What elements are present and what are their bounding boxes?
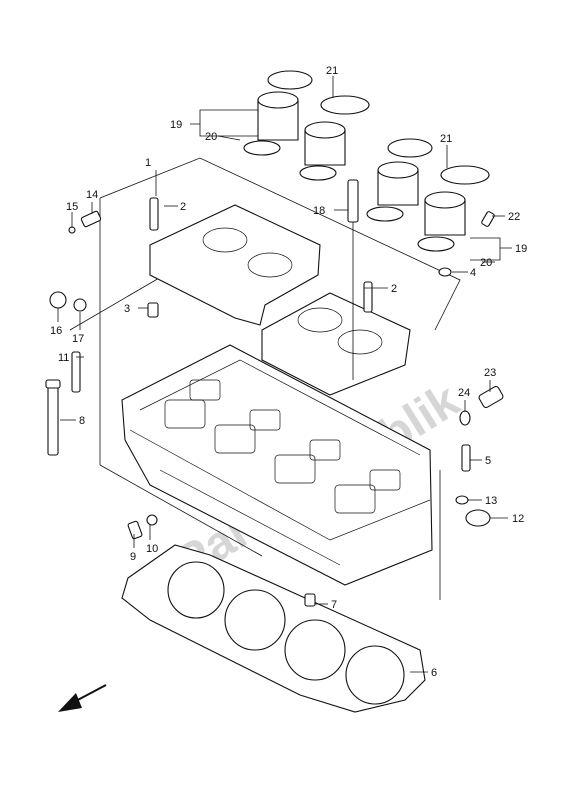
callout-20-left: 20 bbox=[205, 131, 217, 143]
callout-12: 12 bbox=[512, 513, 524, 525]
temperature-sensor bbox=[478, 385, 504, 409]
callout-20-right: 20 bbox=[480, 257, 492, 269]
callout-15: 15 bbox=[66, 201, 78, 213]
callout-21-right: 21 bbox=[440, 133, 452, 145]
intake-pipe-set-right bbox=[366, 138, 490, 252]
spark-plug bbox=[347, 179, 359, 380]
head-bolt-short bbox=[71, 351, 81, 393]
intake-cam-holder-lower bbox=[261, 292, 411, 396]
callout-14: 14 bbox=[86, 189, 98, 201]
plug-and-gasket bbox=[49, 291, 87, 312]
callout-13: 13 bbox=[485, 495, 497, 507]
cylinder-head bbox=[121, 344, 433, 586]
callout-22: 22 bbox=[508, 211, 520, 223]
head-bolt-long bbox=[45, 379, 61, 456]
callout-7: 7 bbox=[331, 599, 337, 611]
callout-2-upper: 2 bbox=[180, 201, 186, 213]
callout-1: 1 bbox=[145, 157, 151, 169]
callout-24: 24 bbox=[458, 387, 470, 399]
callout-9: 9 bbox=[130, 551, 136, 563]
callout-2-lower: 2 bbox=[391, 283, 397, 295]
callout-labels: 1 2 2 3 4 5 6 7 8 9 10 11 12 13 14 15 16… bbox=[50, 65, 527, 679]
callout-17: 17 bbox=[72, 333, 84, 345]
callout-18: 18 bbox=[313, 205, 325, 217]
cylinder-head-gasket bbox=[121, 544, 426, 713]
cam-holder-bolts bbox=[149, 197, 373, 313]
callout-3: 3 bbox=[124, 303, 130, 315]
callout-10: 10 bbox=[146, 543, 158, 555]
callout-8: 8 bbox=[79, 415, 85, 427]
intake-cam-holder-upper bbox=[149, 204, 321, 326]
leader-lines bbox=[57, 76, 512, 673]
bolt-small bbox=[127, 211, 495, 540]
intake-pipe-set-left bbox=[243, 70, 370, 181]
callout-19-right: 19 bbox=[515, 243, 527, 255]
washers-and-o-rings bbox=[146, 267, 491, 527]
callout-11: 11 bbox=[58, 352, 69, 364]
callout-5: 5 bbox=[485, 455, 491, 467]
callout-16: 16 bbox=[50, 325, 62, 337]
front-direction-arrow-icon bbox=[58, 684, 107, 712]
callout-23: 23 bbox=[484, 367, 496, 379]
callout-4: 4 bbox=[470, 267, 476, 279]
union-fitting bbox=[68, 210, 102, 234]
callout-21-left: 21 bbox=[326, 65, 338, 77]
dowel-pins bbox=[147, 302, 471, 607]
callout-19-left: 19 bbox=[170, 119, 182, 131]
callout-6: 6 bbox=[431, 667, 437, 679]
